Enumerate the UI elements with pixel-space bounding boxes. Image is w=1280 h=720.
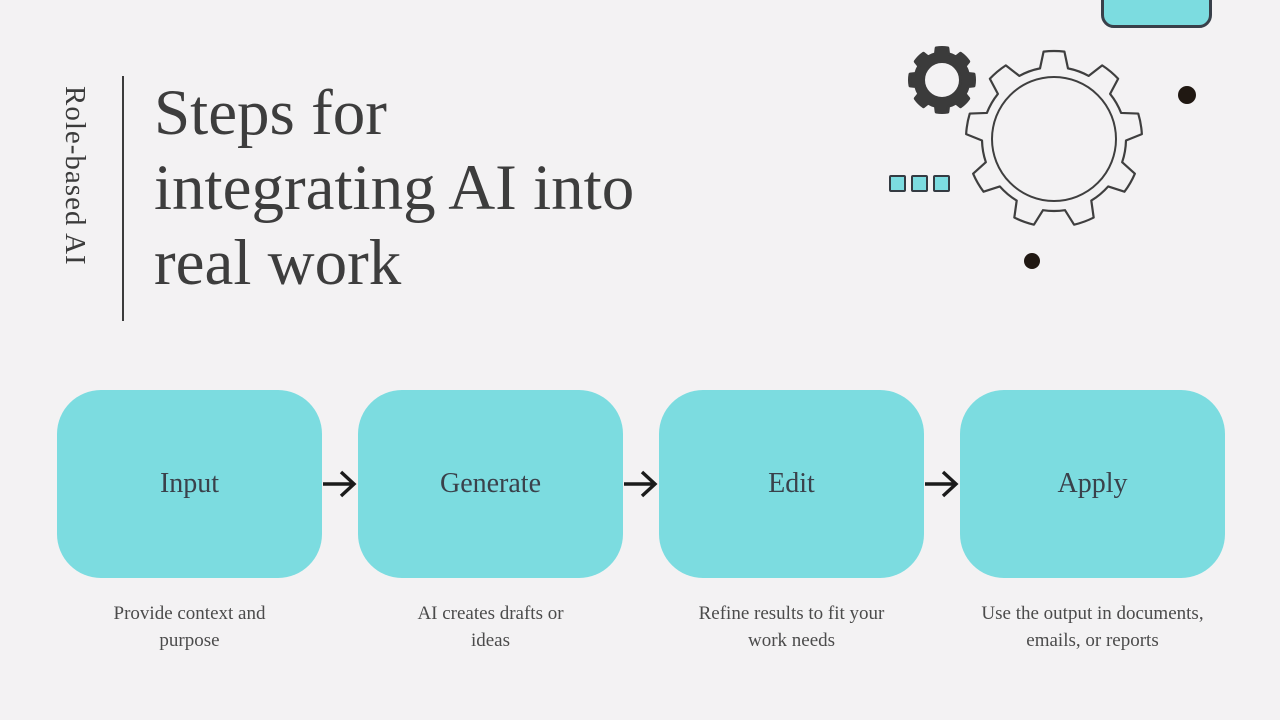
dot-decoration xyxy=(1024,253,1040,269)
step-caption: AI creates drafts or ideas xyxy=(417,603,564,651)
teal-squares-decoration xyxy=(889,175,950,192)
step-edit: Edit Refine results to fit your work nee… xyxy=(659,390,924,654)
step-caption: Refine results to fit your work needs xyxy=(698,603,885,651)
dot-decoration xyxy=(1178,86,1196,104)
flow-arrow-icon xyxy=(623,469,659,499)
teal-square xyxy=(933,175,950,192)
slide-title: Steps for integrating AI into real work xyxy=(154,77,635,299)
step-card: Apply xyxy=(960,390,1225,578)
large-gear-icon xyxy=(965,49,1143,226)
teal-chip-decoration xyxy=(1101,0,1212,28)
step-card: Input xyxy=(57,390,322,578)
steps-flow: Input Provide context and purpose Genera… xyxy=(57,390,1225,654)
step-input: Input Provide context and purpose xyxy=(57,390,322,654)
vertical-divider xyxy=(122,76,124,321)
flow-arrow-icon xyxy=(322,469,358,499)
slide-kicker-vertical-label: Role-based AI xyxy=(59,86,91,266)
step-label: Edit xyxy=(768,468,815,499)
step-caption: Use the output in documents, emails, or … xyxy=(981,603,1204,651)
flow-arrow-icon xyxy=(924,469,960,499)
step-caption: Provide context and purpose xyxy=(113,603,266,651)
small-gear-icon xyxy=(908,46,976,114)
step-card: Edit xyxy=(659,390,924,578)
step-generate: Generate AI creates drafts or ideas xyxy=(358,390,623,654)
teal-square xyxy=(889,175,906,192)
step-label: Generate xyxy=(439,468,542,499)
teal-square xyxy=(911,175,928,192)
step-label: Input xyxy=(159,468,220,499)
step-label: Apply xyxy=(1057,468,1128,499)
step-apply: Apply Use the output in documents, email… xyxy=(960,390,1225,654)
step-card: Generate xyxy=(358,390,623,578)
